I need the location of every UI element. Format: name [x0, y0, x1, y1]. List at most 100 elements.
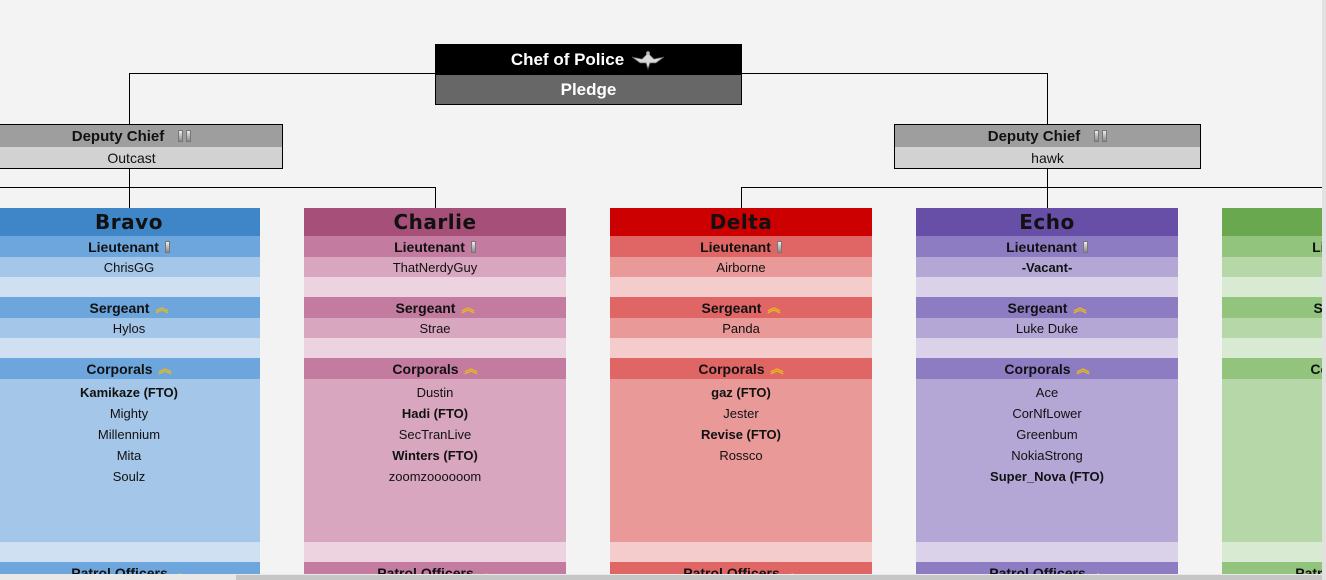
- spacer-row: [916, 338, 1178, 358]
- list-item[interactable]: Kamikaze (FTO): [79, 385, 178, 400]
- spacer-row: [304, 542, 566, 562]
- sergeant-value: Panda: [610, 318, 872, 338]
- lieutenant-value: -Vacant-: [916, 257, 1178, 277]
- sergeant-label: Sergeant: [89, 299, 150, 316]
- rank-chevron-icon: ︽: [464, 361, 478, 376]
- deputy-box-right[interactable]: Deputy Chief hawk: [894, 124, 1201, 169]
- lieutenant-label: Lieutenant: [1006, 238, 1077, 255]
- sergeant-value: Luke Duke: [916, 318, 1178, 338]
- list-item[interactable]: Greenbum: [1016, 427, 1078, 442]
- list-item[interactable]: Jester: [723, 406, 759, 421]
- sergeant-label: Sergeant: [701, 299, 762, 316]
- sergeant-label: Sergeant: [1007, 299, 1068, 316]
- rank-chevron-icon: ︽: [767, 300, 781, 315]
- list-item[interactable]: zoomzoooooom: [388, 469, 482, 484]
- team-name: Delta: [709, 210, 773, 234]
- sergeant-header: Sergeant ︽: [610, 297, 872, 318]
- sergeant-name: Hylos: [112, 320, 146, 336]
- corporals-list: [1222, 379, 1326, 542]
- corporals-header: Corporals︽: [1222, 358, 1326, 379]
- rank-chevron-icon: ︽: [461, 300, 475, 315]
- rank-chevron-icon: ︽: [770, 361, 784, 376]
- sergeant-header: Sergeant︽: [1222, 297, 1326, 318]
- team-f[interactable]: FLieutenantSergeant︽Corporals︽Patrol Off…: [1222, 208, 1326, 580]
- rank-chevron-icon: ︽: [158, 361, 172, 376]
- connector-bravo: [129, 168, 130, 208]
- list-item[interactable]: SecTranLive: [398, 427, 472, 442]
- spacer-row: [304, 338, 566, 358]
- team-header: Delta: [610, 208, 872, 236]
- spacer-row: [916, 277, 1178, 297]
- chief-title: Chef of Police: [510, 50, 625, 69]
- corporals-label: Corporals: [86, 360, 153, 377]
- lieutenant-label: Lieutenant: [394, 238, 465, 255]
- lieutenant-value: Airborne: [610, 257, 872, 277]
- lieutenant-value: ThatNerdyGuy: [304, 257, 566, 277]
- deputy-box-left[interactable]: Deputy Chief Outcast: [0, 124, 283, 169]
- sergeant-value: Hylos: [0, 318, 260, 338]
- double-bar-icon: [1094, 130, 1108, 142]
- spacer-row: [916, 542, 1178, 562]
- sergeant-header: Sergeant ︽: [304, 297, 566, 318]
- deputy-title: Deputy Chief: [987, 127, 1081, 145]
- spacer-row: [1222, 338, 1326, 358]
- lieutenant-label: Lieutenant: [700, 238, 771, 255]
- list-item[interactable]: Ace: [1035, 385, 1059, 400]
- lieutenant-name: ThatNerdyGuy: [392, 259, 478, 275]
- rank-bar-icon: [164, 240, 170, 253]
- corporals-header: Corporals ︽: [0, 358, 260, 379]
- lieutenant-label: Lieutenant: [88, 238, 159, 255]
- list-item[interactable]: Millennium: [97, 427, 161, 442]
- list-item[interactable]: Hadi (FTO): [401, 406, 469, 421]
- chief-box[interactable]: Chef of Police Pledge: [435, 44, 742, 105]
- chief-name-row: Pledge: [436, 75, 741, 104]
- list-item[interactable]: Revise (FTO): [701, 427, 781, 442]
- horizontal-scroll-thumb[interactable]: [236, 575, 1326, 580]
- spacer-row: [1222, 542, 1326, 562]
- sergeant-header: Sergeant︽: [0, 297, 260, 318]
- spacer-row: [610, 338, 872, 358]
- lieutenant-header: Lieutenant: [1222, 236, 1326, 257]
- lieutenant-header: Lieutenant: [304, 236, 566, 257]
- spacer-row: [0, 542, 260, 562]
- deputy-name: hawk: [1031, 149, 1064, 166]
- sergeant-header: Sergeant ︽: [916, 297, 1178, 318]
- team-header: Charlie: [304, 208, 566, 236]
- deputy-name: Outcast: [107, 149, 156, 166]
- spacer-row: [304, 277, 566, 297]
- list-item[interactable]: CorNfLower: [1012, 406, 1082, 421]
- lieutenant-value: ChrisGG: [0, 257, 260, 277]
- connector-left-branch: [0, 187, 436, 188]
- sergeant-name: Panda: [722, 320, 760, 336]
- list-item[interactable]: Mighty: [109, 406, 149, 421]
- list-item[interactable]: Rossco: [719, 448, 763, 463]
- lieutenant-value: [1222, 257, 1326, 277]
- eagle-insignia-icon: [631, 51, 665, 71]
- spacer-row: [610, 542, 872, 562]
- list-item[interactable]: Super_Nova (FTO): [990, 469, 1104, 484]
- list-item[interactable]: NokiaStrong: [1011, 448, 1083, 463]
- spacer-row: [0, 338, 260, 358]
- sergeant-label: Sergeant: [395, 299, 456, 316]
- deputy-title-row: Deputy Chief: [895, 125, 1200, 147]
- corporals-label: Corporals: [392, 360, 459, 377]
- list-item[interactable]: Winters (FTO): [392, 448, 478, 463]
- connector-delta: [741, 187, 742, 208]
- vertical-scrollbar[interactable]: [1322, 0, 1326, 580]
- team-header: F: [1222, 208, 1326, 236]
- rank-chevron-icon: ︽: [1073, 300, 1087, 315]
- list-item[interactable]: Soulz: [112, 469, 146, 484]
- corporals-header: Corporals︽: [916, 358, 1178, 379]
- team-name: Bravo: [95, 210, 163, 234]
- list-item[interactable]: Mita: [116, 448, 142, 463]
- list-item[interactable]: gaz (FTO): [711, 385, 771, 400]
- spacer-row: [1222, 277, 1326, 297]
- list-item[interactable]: Dustin: [416, 385, 454, 400]
